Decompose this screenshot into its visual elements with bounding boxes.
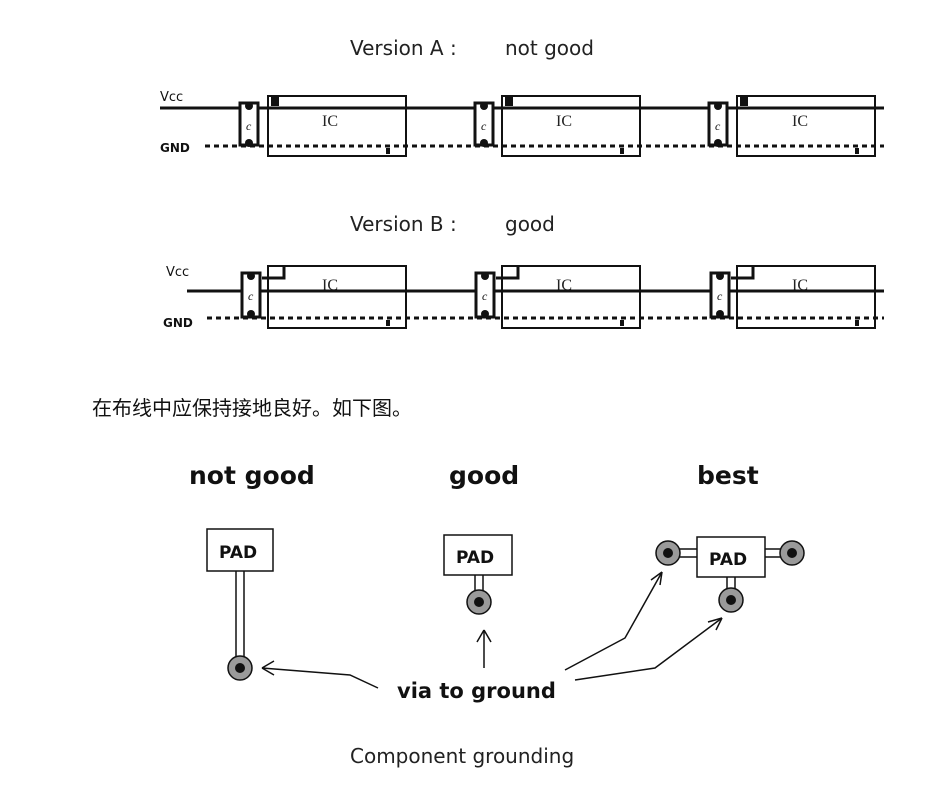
ic-label: IC [792,113,808,130]
capacitor: c [473,101,495,147]
ic-pin [386,320,390,326]
gnd-label: GND [160,141,190,155]
header-best: best [697,461,759,490]
version-a-title: Version A : [350,36,457,60]
ic-pin [855,320,859,326]
pin-trace [262,266,286,280]
version-b-title: Version B : [350,212,457,236]
via-label: via to ground [397,679,556,703]
svg-text:c: c [717,289,723,303]
ic-box [736,95,876,157]
grounding-diagram: not good good best PAD PAD PAD [189,461,805,768]
pad [443,534,513,576]
gnd-label: GND [163,316,193,330]
vcc-label: Vcc [160,90,183,105]
ic-pin [620,320,624,326]
pad [206,528,274,572]
ic-pin [386,148,390,154]
arrow [476,629,492,668]
capacitor: c [709,271,731,319]
ic-pin [620,148,624,154]
pad-label: PAD [709,550,747,570]
ic-pin [271,97,279,106]
ic-pin [740,97,748,106]
version-a-verdict: not good [505,36,594,60]
svg-text:c: c [481,119,487,133]
pin-trace [731,266,755,280]
svg-text:c: c [482,289,488,303]
via [227,655,253,681]
header-good: good [449,461,519,490]
ic-label: IC [556,113,572,130]
svg-text:c: c [715,119,721,133]
caption-cn: 在布线中应保持接地良好。如下图。 [92,396,412,420]
capacitor: c [240,271,262,319]
capacitor: c [474,271,496,319]
via [779,540,805,566]
version-a-diagram: Version A : not good Vcc GND IC IC IC c [160,36,884,157]
figure-caption: Component grounding [350,744,574,768]
version-b-diagram: Version B : good Vcc GND IC IC IC c [163,212,884,330]
arrow [261,660,379,689]
capacitor: c [707,101,729,147]
pin-trace [496,266,520,280]
arrow [564,571,663,671]
version-b-verdict: good [505,212,555,236]
svg-text:c: c [248,289,254,303]
vcc-label: Vcc [166,265,189,280]
ic-pin [855,148,859,154]
pad-label: PAD [456,548,494,568]
header-not-good: not good [189,461,315,490]
svg-text:c: c [246,119,252,133]
via [466,589,492,615]
via [655,540,681,566]
arrow [574,617,723,681]
capacitor: c [238,101,260,147]
pad-label: PAD [219,543,257,563]
pad [696,536,766,578]
ic-label: IC [322,113,338,130]
ic-pin [505,97,513,106]
via [718,587,744,613]
